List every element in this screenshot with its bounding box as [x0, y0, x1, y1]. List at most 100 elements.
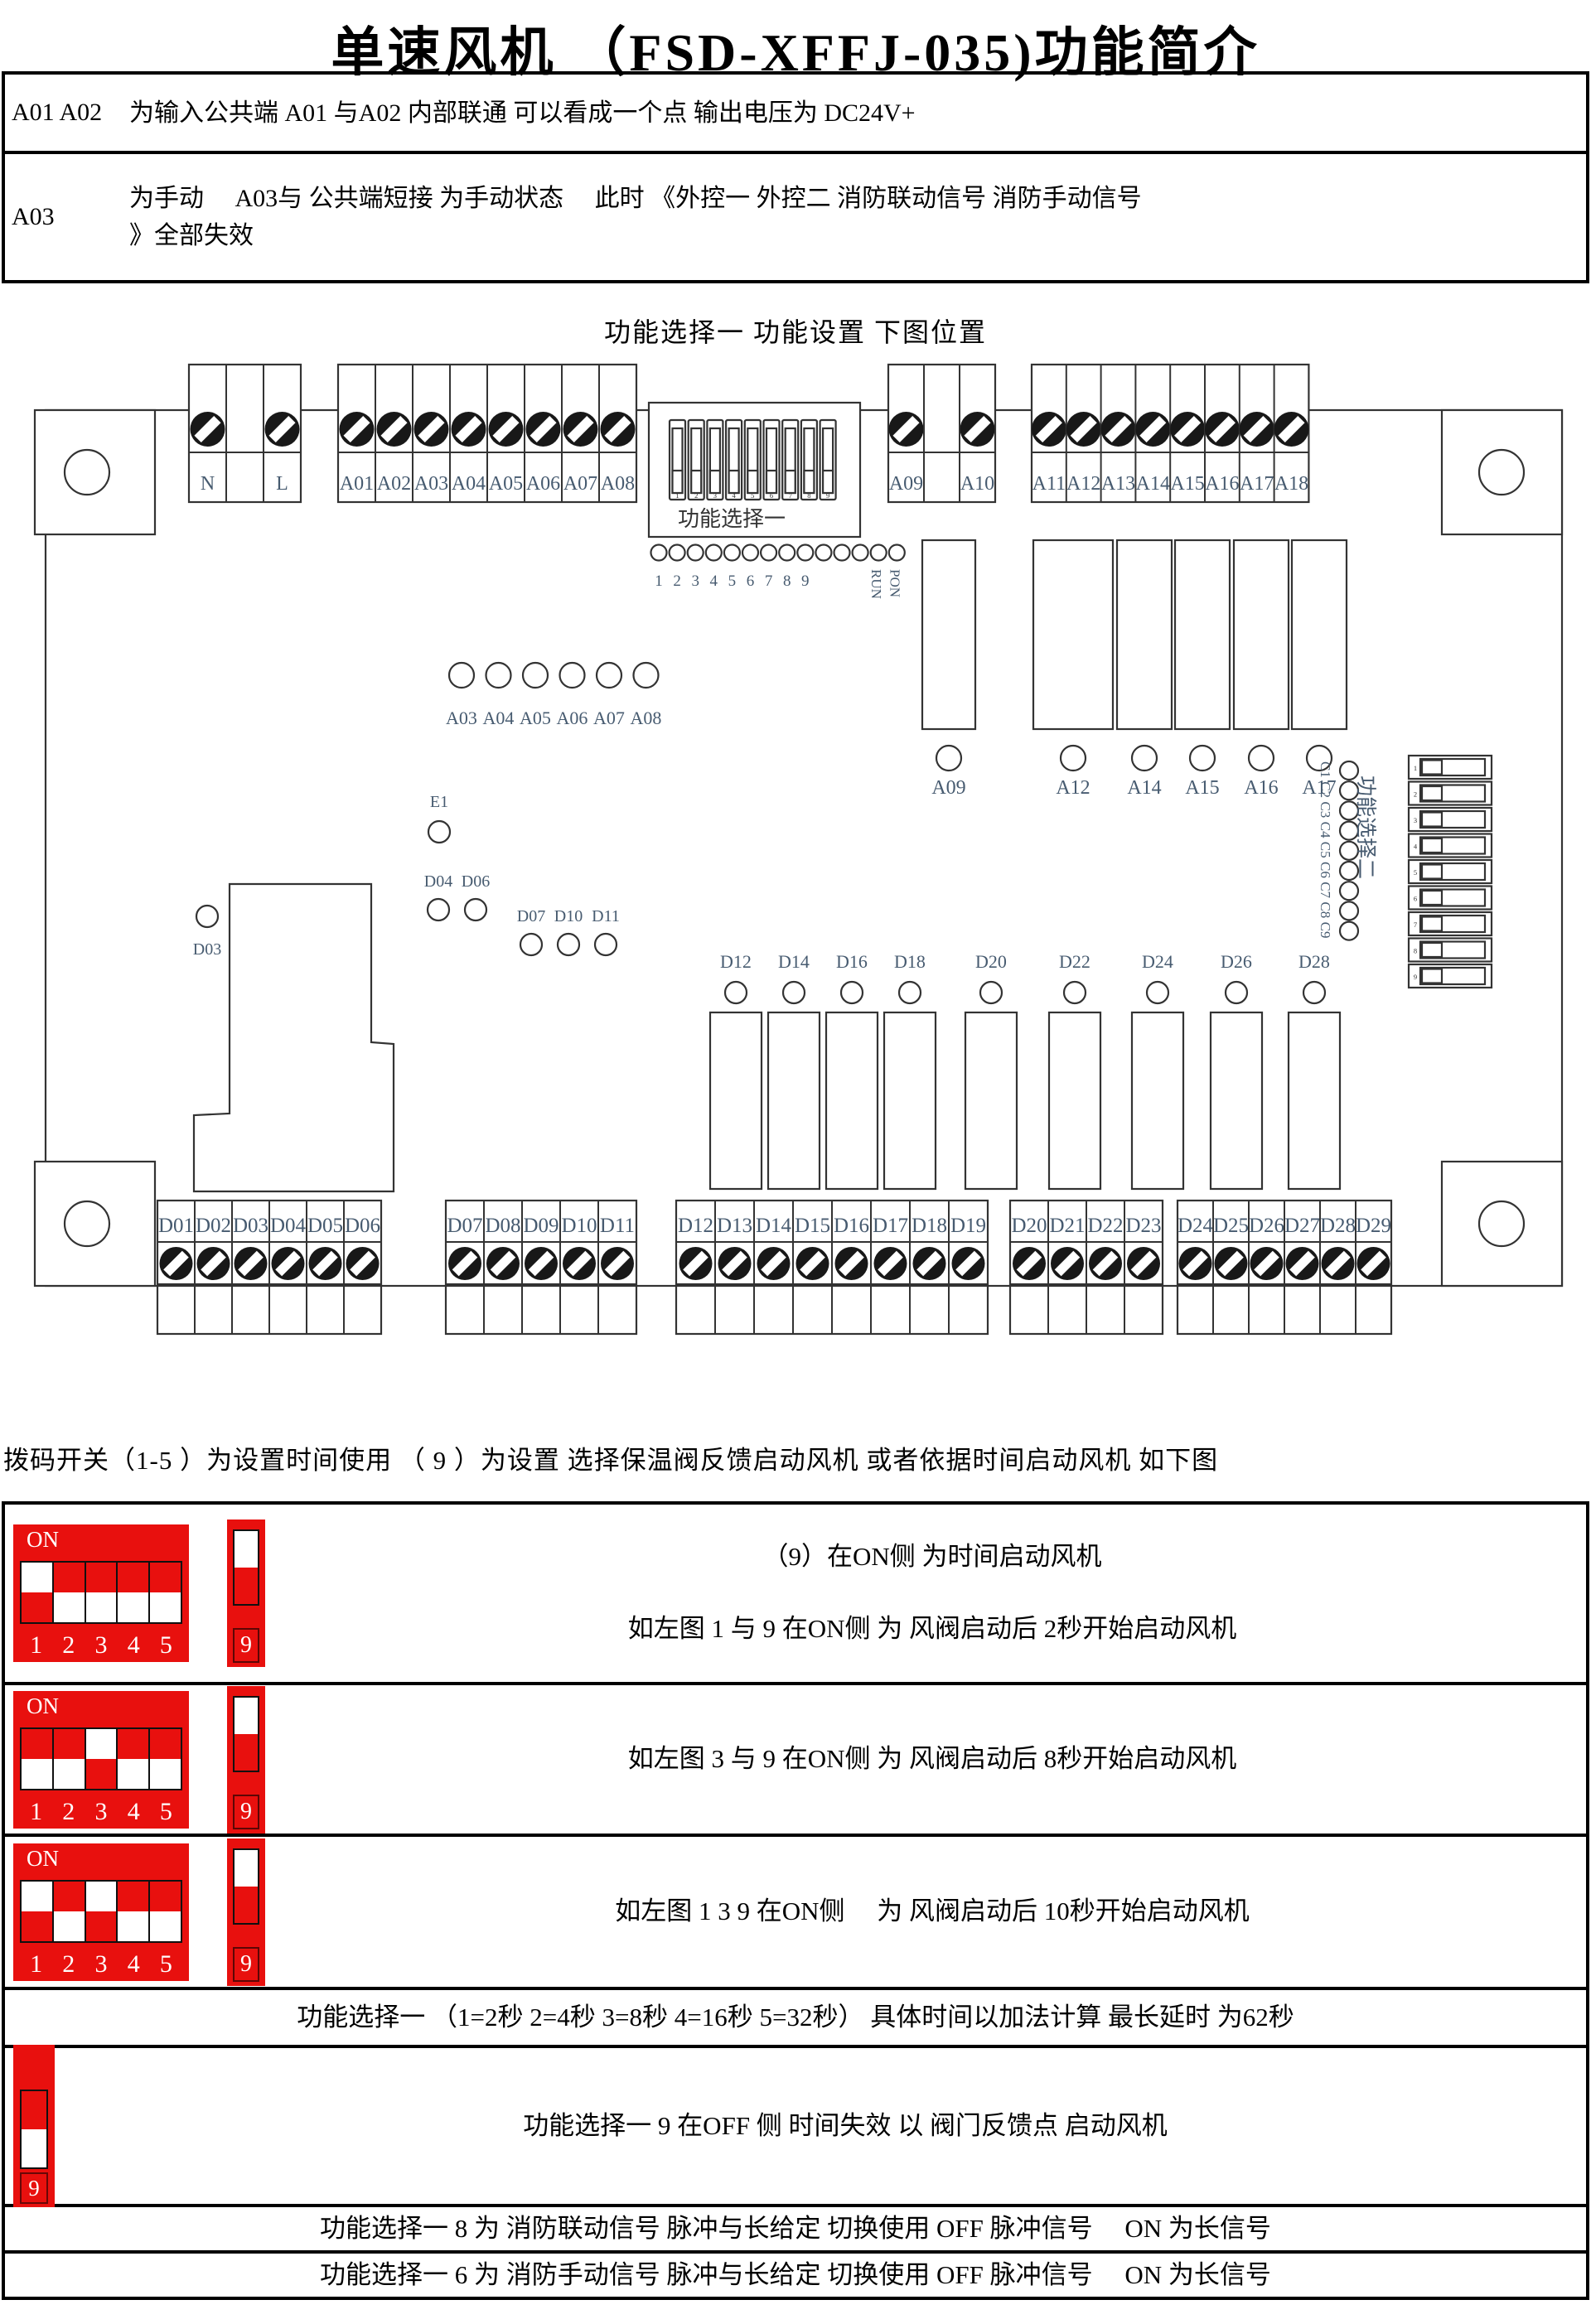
- led-label-C9: C9: [1318, 922, 1333, 939]
- relay-label-D20: D20: [975, 951, 1007, 972]
- led-D12: [723, 980, 748, 1005]
- screw-slot: [238, 1250, 264, 1277]
- led-number: 4: [710, 573, 718, 590]
- relay-D24: [1130, 1011, 1185, 1191]
- led-A06: [559, 661, 586, 689]
- switch-cap-off: [86, 1759, 117, 1789]
- terminal-label-D01: D01: [158, 1215, 194, 1237]
- switch-area: [20, 1561, 182, 1624]
- led-D04: [426, 897, 451, 922]
- terminal-label-D26: D26: [1249, 1215, 1284, 1237]
- terminal-label-D18: D18: [912, 1215, 947, 1237]
- dip-block-9: 9: [227, 1838, 265, 1986]
- led-D14: [781, 980, 806, 1005]
- mounting-hole: [1477, 448, 1526, 496]
- terminal-label-A16: A16: [1205, 473, 1239, 495]
- dip2-slider: [1420, 811, 1444, 828]
- dip1-number: 7: [789, 491, 792, 500]
- switch-cap-on: [86, 1563, 117, 1592]
- led-A03: [447, 661, 476, 689]
- dip2-number: 8: [1414, 947, 1417, 955]
- switch-5: [150, 1563, 181, 1622]
- switch-2: [53, 1563, 86, 1622]
- dip2-number: 7: [1414, 920, 1417, 929]
- row-text: 功能选择一 9 在OFF 侧 时间失效 以 阀门反馈点 启动风机: [5, 2108, 1586, 2145]
- switch-9: [233, 1695, 259, 1772]
- terminal-info-table: A01 A02 为输入公共端 A01 与A02 内部联通 可以看成一个点 输出电…: [2, 71, 1589, 283]
- terminal-description: 为手动 A03与 公共端短接 为手动状态 此时 《外控一 外控二 消防联动信号 …: [129, 180, 1142, 254]
- relay-label-D28: D28: [1298, 951, 1330, 972]
- led-number: 6: [747, 573, 755, 590]
- run-led-label: RUN: [868, 569, 884, 599]
- relay-label-D16: D16: [836, 951, 868, 972]
- terminal-label-D05: D05: [307, 1215, 343, 1237]
- led-D03: [195, 904, 220, 929]
- led-label-C7: C7: [1318, 882, 1333, 898]
- terminal-label-D11: D11: [600, 1215, 635, 1237]
- switch-1: [22, 1563, 54, 1622]
- terminal-label-A08: A08: [601, 473, 635, 495]
- led-label-D06: D06: [462, 872, 490, 891]
- relay-label-D22: D22: [1059, 951, 1090, 972]
- led-number: 1: [655, 573, 663, 590]
- switch-9: [20, 2090, 48, 2169]
- screw-slot: [604, 1250, 631, 1277]
- terminal-label-D22: D22: [1087, 1215, 1123, 1237]
- screw-slot: [380, 415, 408, 443]
- dip2-number: 4: [1414, 843, 1418, 851]
- description-line: 为手动 A03与 公共端短接 为手动状态 此时 《外控一 外控二 消防联动信号 …: [129, 185, 1142, 212]
- text-line: 功能选择一 （1=2秒 2=4秒 3=8秒 4=16秒 5=32秒） 具体时间以…: [297, 2002, 1294, 2032]
- screw-slot: [1035, 415, 1062, 443]
- switch-number: 1: [30, 1631, 43, 1659]
- switch-cap-on: [118, 1729, 148, 1759]
- status-led: [833, 544, 851, 562]
- screw-slot: [1278, 415, 1305, 443]
- text-line: 如左图 3 与 9 在ON侧 为 风阀启动后 8秒开始启动风机: [627, 1744, 1237, 1774]
- led-D11: [593, 932, 618, 957]
- dip-table-row: 9 功能选择一 9 在OFF 侧 时间失效 以 阀门反馈点 启动风机: [5, 2045, 1586, 2207]
- text-line: 功能选择一 9 在OFF 侧 时间失效 以 阀门反馈点 启动风机: [523, 2110, 1168, 2140]
- terminal-label-D20: D20: [1011, 1215, 1047, 1237]
- screw-slot: [163, 1250, 189, 1277]
- terminal-label-D27: D27: [1284, 1215, 1320, 1237]
- status-led: [887, 544, 906, 562]
- led-C7: [1338, 881, 1360, 901]
- terminal-label-D25: D25: [1213, 1215, 1249, 1237]
- screw-slot: [964, 415, 991, 443]
- led-A09: [935, 744, 963, 772]
- switch-number: 9: [20, 2172, 48, 2204]
- screw-slot: [201, 1250, 226, 1277]
- dip1-number: 9: [826, 491, 829, 500]
- led-label-C1: C1: [1318, 761, 1333, 778]
- led-label-C4: C4: [1318, 822, 1333, 838]
- screw-slot: [1070, 415, 1097, 443]
- terminal-label-D08: D08: [485, 1215, 520, 1237]
- terminal-label-N: N: [201, 473, 215, 495]
- led-label-D03: D03: [193, 940, 221, 959]
- led-label-A03: A03: [446, 708, 477, 728]
- led-D24: [1145, 980, 1170, 1005]
- led-C4: [1338, 820, 1360, 841]
- screw-slot: [800, 1250, 825, 1277]
- terminal-label-D21: D21: [1049, 1215, 1085, 1237]
- dip2-slider: [1420, 941, 1444, 959]
- terminal-label-A06: A06: [526, 473, 560, 495]
- screw-slot: [567, 415, 594, 443]
- switch-number: 1: [30, 1797, 43, 1825]
- terminal-label-D03: D03: [233, 1215, 268, 1237]
- led-number: 2: [673, 573, 681, 590]
- terminal-label-A17: A17: [1240, 473, 1274, 495]
- switch-cap-off: [118, 1758, 149, 1789]
- switch-9: [233, 1529, 259, 1606]
- screw-slot: [604, 415, 631, 443]
- switch-cap-on: [54, 1563, 85, 1592]
- terminal-label-A18: A18: [1274, 473, 1308, 495]
- screw-slot: [916, 1250, 942, 1277]
- text-line: （9）在ON侧 为时间启动风机: [762, 1542, 1102, 1572]
